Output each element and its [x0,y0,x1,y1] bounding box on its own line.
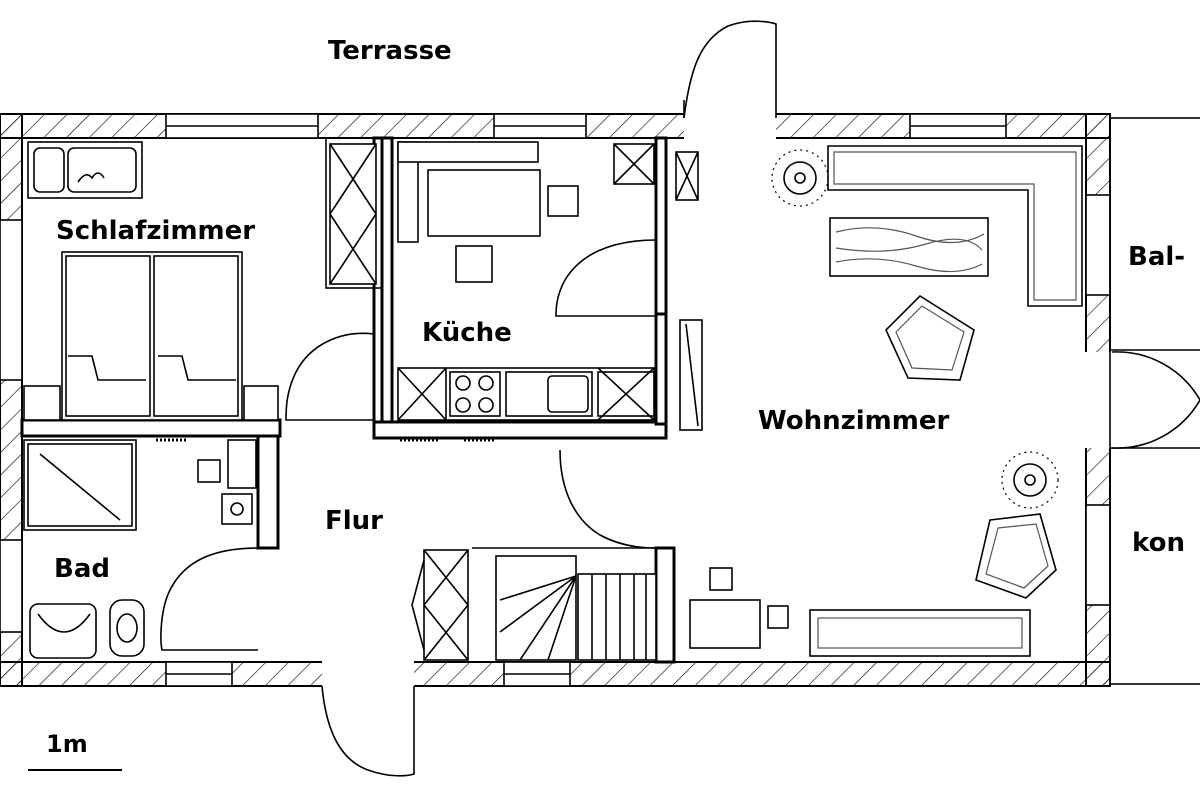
room-label-living: Wohnzimmer [758,406,950,436]
interior-walls [20,136,676,664]
staircase [411,549,657,661]
room-label-balcony-bottom: kon [1132,528,1185,558]
room-label-terrace: Terrasse [328,36,452,66]
scale-label: 1m [46,730,88,758]
door-swings [160,20,777,777]
room-label-balcony-top: Bal- [1128,242,1186,272]
room-label-hall: Flur [325,506,384,536]
windows [0,113,1111,687]
plant-bottom [1001,451,1059,509]
kitchen-furniture [397,141,703,442]
room-label-kitchen: Küche [422,318,512,348]
balcony [1109,117,1200,685]
room-label-bedroom: Schlafzimmer [56,216,256,246]
living-room-furniture [689,145,1083,657]
bedroom-furniture [23,141,377,421]
room-label-bathroom: Bad [54,554,110,584]
plant-top [771,149,829,207]
bathroom-fixtures [23,438,257,659]
